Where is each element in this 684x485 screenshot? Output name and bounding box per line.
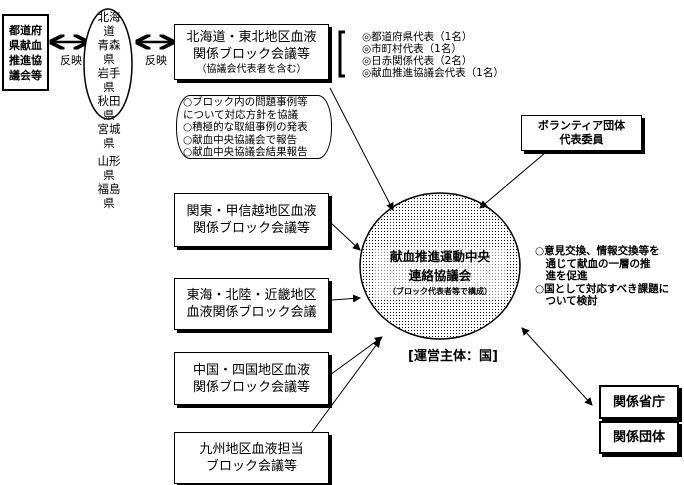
volunteer-box: ボランティア団体 代表委員 — [521, 115, 642, 151]
block-line: 九州地区血液担当 — [199, 442, 304, 457]
reflect-label-left: 反映 — [60, 54, 82, 67]
prefecture: 福島県 — [97, 182, 121, 210]
central-roles: ○意見交換、情報交換等を 通じて献血の一層の推 進を促進 ○国として対応すべき課… — [535, 245, 669, 308]
prefectural-council-label: 都道府県献血推進協議会等 — [9, 23, 42, 82]
tokai-block-box: 東海・北陸・近畿地区 血液関係ブロック会議 — [174, 278, 329, 330]
council-line: 連絡協議会 — [408, 268, 472, 283]
organizations-box: 関係団体 — [599, 421, 679, 454]
kyushu-block-box: 九州地区血液担当 ブロック会議等 — [174, 432, 329, 484]
prefectural-council-box: 都道府県献血推進協議会等 — [2, 14, 49, 91]
block-line: ブロック会議等 — [205, 459, 297, 474]
role-item: 通じて献血の一層の推 — [535, 257, 651, 270]
block-line: 関係ブロック会議等 — [192, 379, 310, 395]
member-item: ◎都道府県代表（1名） — [362, 31, 473, 43]
operator-label: [運営主体：国] — [408, 349, 498, 364]
block-line: 関係ブロック会議等 — [192, 46, 310, 62]
block-line: 関係ブロック会議等 — [192, 221, 310, 236]
volunteer-line: 代表委員 — [559, 133, 604, 146]
prefecture: 青森県 — [97, 38, 121, 66]
council-line: 献血推進運動中央 — [389, 249, 490, 264]
block-line: 関東・甲信越地区血液 — [186, 204, 317, 219]
block-note: （協議会代表者を含む） — [196, 63, 307, 75]
block-line: 東海・北陸・近畿地区 — [186, 288, 317, 303]
organizations-label: 関係団体 — [612, 430, 665, 445]
member-item: ◎市町村代表（1名） — [362, 43, 462, 55]
council-note: （ブロック代表者等で構成） — [388, 287, 492, 296]
member-item: ◎日赤関係代表（2名） — [362, 55, 473, 67]
block-line: 中国・四国地区血液 — [192, 362, 310, 378]
role-item: ○意見交換、情報交換等を — [535, 245, 660, 257]
reflect-label-right: 反映 — [145, 54, 167, 67]
block-line: 北海道・東北地区血液 — [186, 29, 317, 45]
chugoku-block-box: 中国・四国地区血液 関係ブロック会議等 — [174, 352, 329, 405]
role-item: 進を促進 — [535, 270, 588, 282]
block-activities: ○ブロック内の問題事例等 について対応方針を協議 ○積極的な取組事例の発表 ○献… — [176, 95, 332, 159]
ministries-label: 関係省庁 — [612, 394, 665, 410]
central-council-label: 献血推進運動中央 連絡協議会 （ブロック代表者等で構成） — [375, 247, 505, 299]
activity-item: ○献血中央協議会で報告 — [183, 133, 298, 146]
prefecture: 宮城県 — [97, 122, 121, 150]
role-item: ついて検討 — [535, 295, 598, 307]
prefecture-list: 北海道 青森県 岩手県 秋田県 宮城県 山形県 福島県 — [92, 10, 126, 210]
prefecture: 岩手県 — [97, 66, 121, 94]
role-item: ○国として対応すべき課題に — [535, 282, 670, 295]
member-item: ◎献血推進協議会代表（1名） — [362, 67, 504, 79]
member-list: ◎都道府県代表（1名） ◎市町村代表（1名） ◎日赤関係代表（2名） ◎献血推進… — [362, 31, 504, 79]
hokkaido-tohoku-block-box: 北海道・東北地区血液 関係ブロック会議等 （協議会代表者を含む） — [174, 24, 329, 80]
activity-item: ○ブロック内の問題事例等 — [183, 96, 308, 108]
prefecture: 秋田県 — [97, 94, 121, 122]
members-brace — [338, 30, 345, 78]
activity-item: ○積極的な取組事例の発表 — [183, 121, 308, 133]
block-line: 血液関係ブロック会議 — [186, 305, 317, 320]
volunteer-line: ボランティア団体 — [537, 119, 626, 132]
prefecture: 北海道 — [97, 10, 121, 38]
kanto-block-box: 関東・甲信越地区血液 関係ブロック会議等 — [174, 193, 329, 247]
prefectures-ellipse — [83, 8, 133, 120]
ministries-box: 関係省庁 — [599, 385, 679, 419]
activity-item: について対応方針を協議 — [183, 108, 299, 121]
prefecture: 山形県 — [97, 154, 121, 182]
activity-item: ○献血中央協議会結果報告 — [183, 146, 308, 158]
